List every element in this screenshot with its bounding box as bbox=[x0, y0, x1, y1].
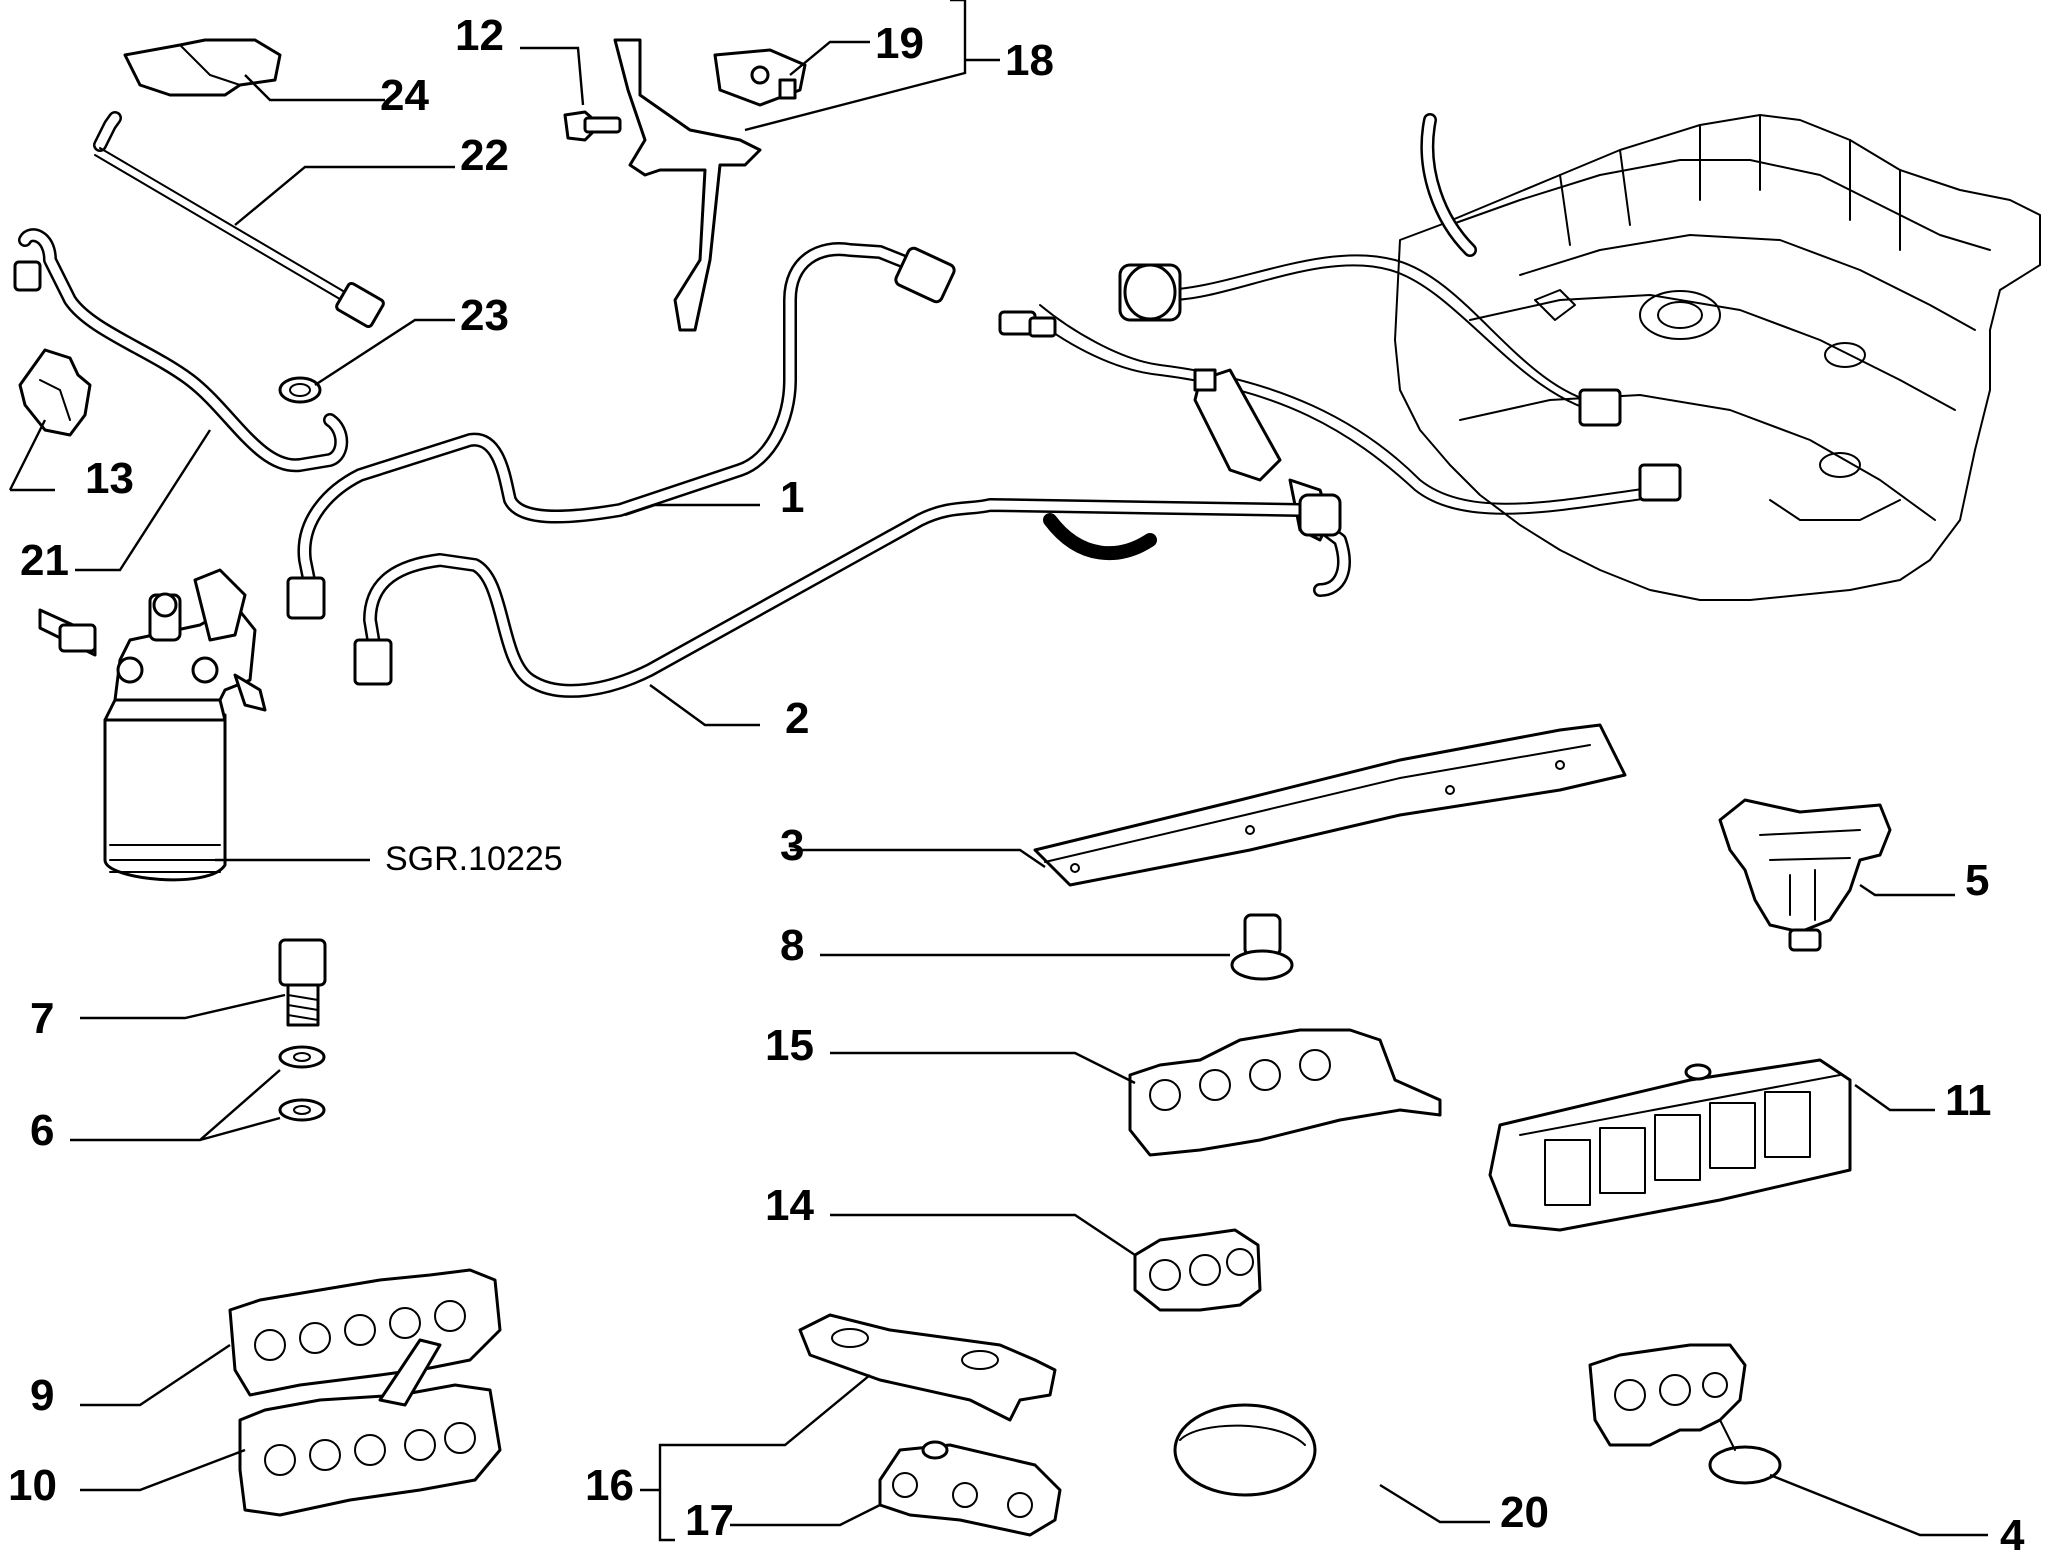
callout-6: 6 bbox=[30, 1106, 54, 1155]
callout-23: 23 bbox=[460, 291, 509, 340]
callout-2: 2 bbox=[785, 694, 809, 743]
callout-13: 13 bbox=[85, 454, 134, 503]
fuel-pipe-1 bbox=[286, 242, 956, 620]
part-23-clip bbox=[278, 376, 322, 404]
callout-labels: 12 19 18 24 22 23 13 21 1 2 SGR.10225 3 … bbox=[8, 11, 2025, 1557]
callout-19: 19 bbox=[875, 19, 924, 68]
callout-22: 22 bbox=[460, 131, 509, 180]
part-13-bracket bbox=[18, 348, 92, 437]
callout-12: 12 bbox=[455, 11, 504, 60]
bracket-assembly bbox=[563, 38, 807, 332]
part-8-bolt bbox=[1230, 913, 1294, 981]
part-15-clip bbox=[1128, 1028, 1442, 1157]
callout-14: 14 bbox=[765, 1181, 814, 1230]
fuel-tank bbox=[1394, 113, 2041, 601]
part-24-shield bbox=[123, 38, 282, 97]
callout-18: 18 bbox=[1005, 36, 1054, 85]
callout-5: 5 bbox=[1965, 856, 1989, 905]
callout-10: 10 bbox=[8, 1461, 57, 1510]
fuel-pipe-2 bbox=[353, 493, 1351, 698]
callout-24: 24 bbox=[380, 71, 429, 120]
part-14-clip bbox=[1133, 1228, 1262, 1312]
callout-20: 20 bbox=[1500, 1488, 1549, 1537]
leader-lines bbox=[8, 0, 1988, 1542]
callout-11: 11 bbox=[1945, 1076, 1992, 1125]
tank-fuel-lines bbox=[998, 254, 1682, 561]
part-9-clip bbox=[228, 1268, 502, 1397]
part-16-bracket bbox=[798, 1313, 1057, 1422]
part-5-clip bbox=[1718, 798, 1892, 952]
callout-4: 4 bbox=[2000, 1511, 2025, 1557]
callout-1: 1 bbox=[780, 473, 804, 522]
part-20-cap bbox=[1173, 1403, 1317, 1497]
callout-16: 16 bbox=[585, 1461, 634, 1510]
part-6-washers bbox=[278, 1045, 326, 1122]
part-4-clip bbox=[1588, 1343, 1782, 1485]
callout-8: 8 bbox=[780, 921, 804, 970]
part-11-block bbox=[1488, 1058, 1852, 1232]
fuel-filter bbox=[38, 568, 267, 882]
callout-3: 3 bbox=[780, 821, 804, 870]
callout-17: 17 bbox=[685, 1496, 734, 1545]
callout-15: 15 bbox=[765, 1021, 814, 1070]
callout-7: 7 bbox=[30, 994, 54, 1043]
reference-code: SGR.10225 bbox=[385, 840, 563, 878]
callout-9: 9 bbox=[30, 1371, 54, 1420]
part-10-clip bbox=[238, 1338, 502, 1517]
part-22-pipe bbox=[93, 111, 385, 329]
part-3-strap bbox=[1033, 723, 1627, 887]
callout-21: 21 bbox=[20, 536, 69, 585]
part-17-clip bbox=[878, 1440, 1062, 1537]
part-21-pipe bbox=[13, 228, 349, 473]
part-7-bolt bbox=[278, 938, 327, 1027]
